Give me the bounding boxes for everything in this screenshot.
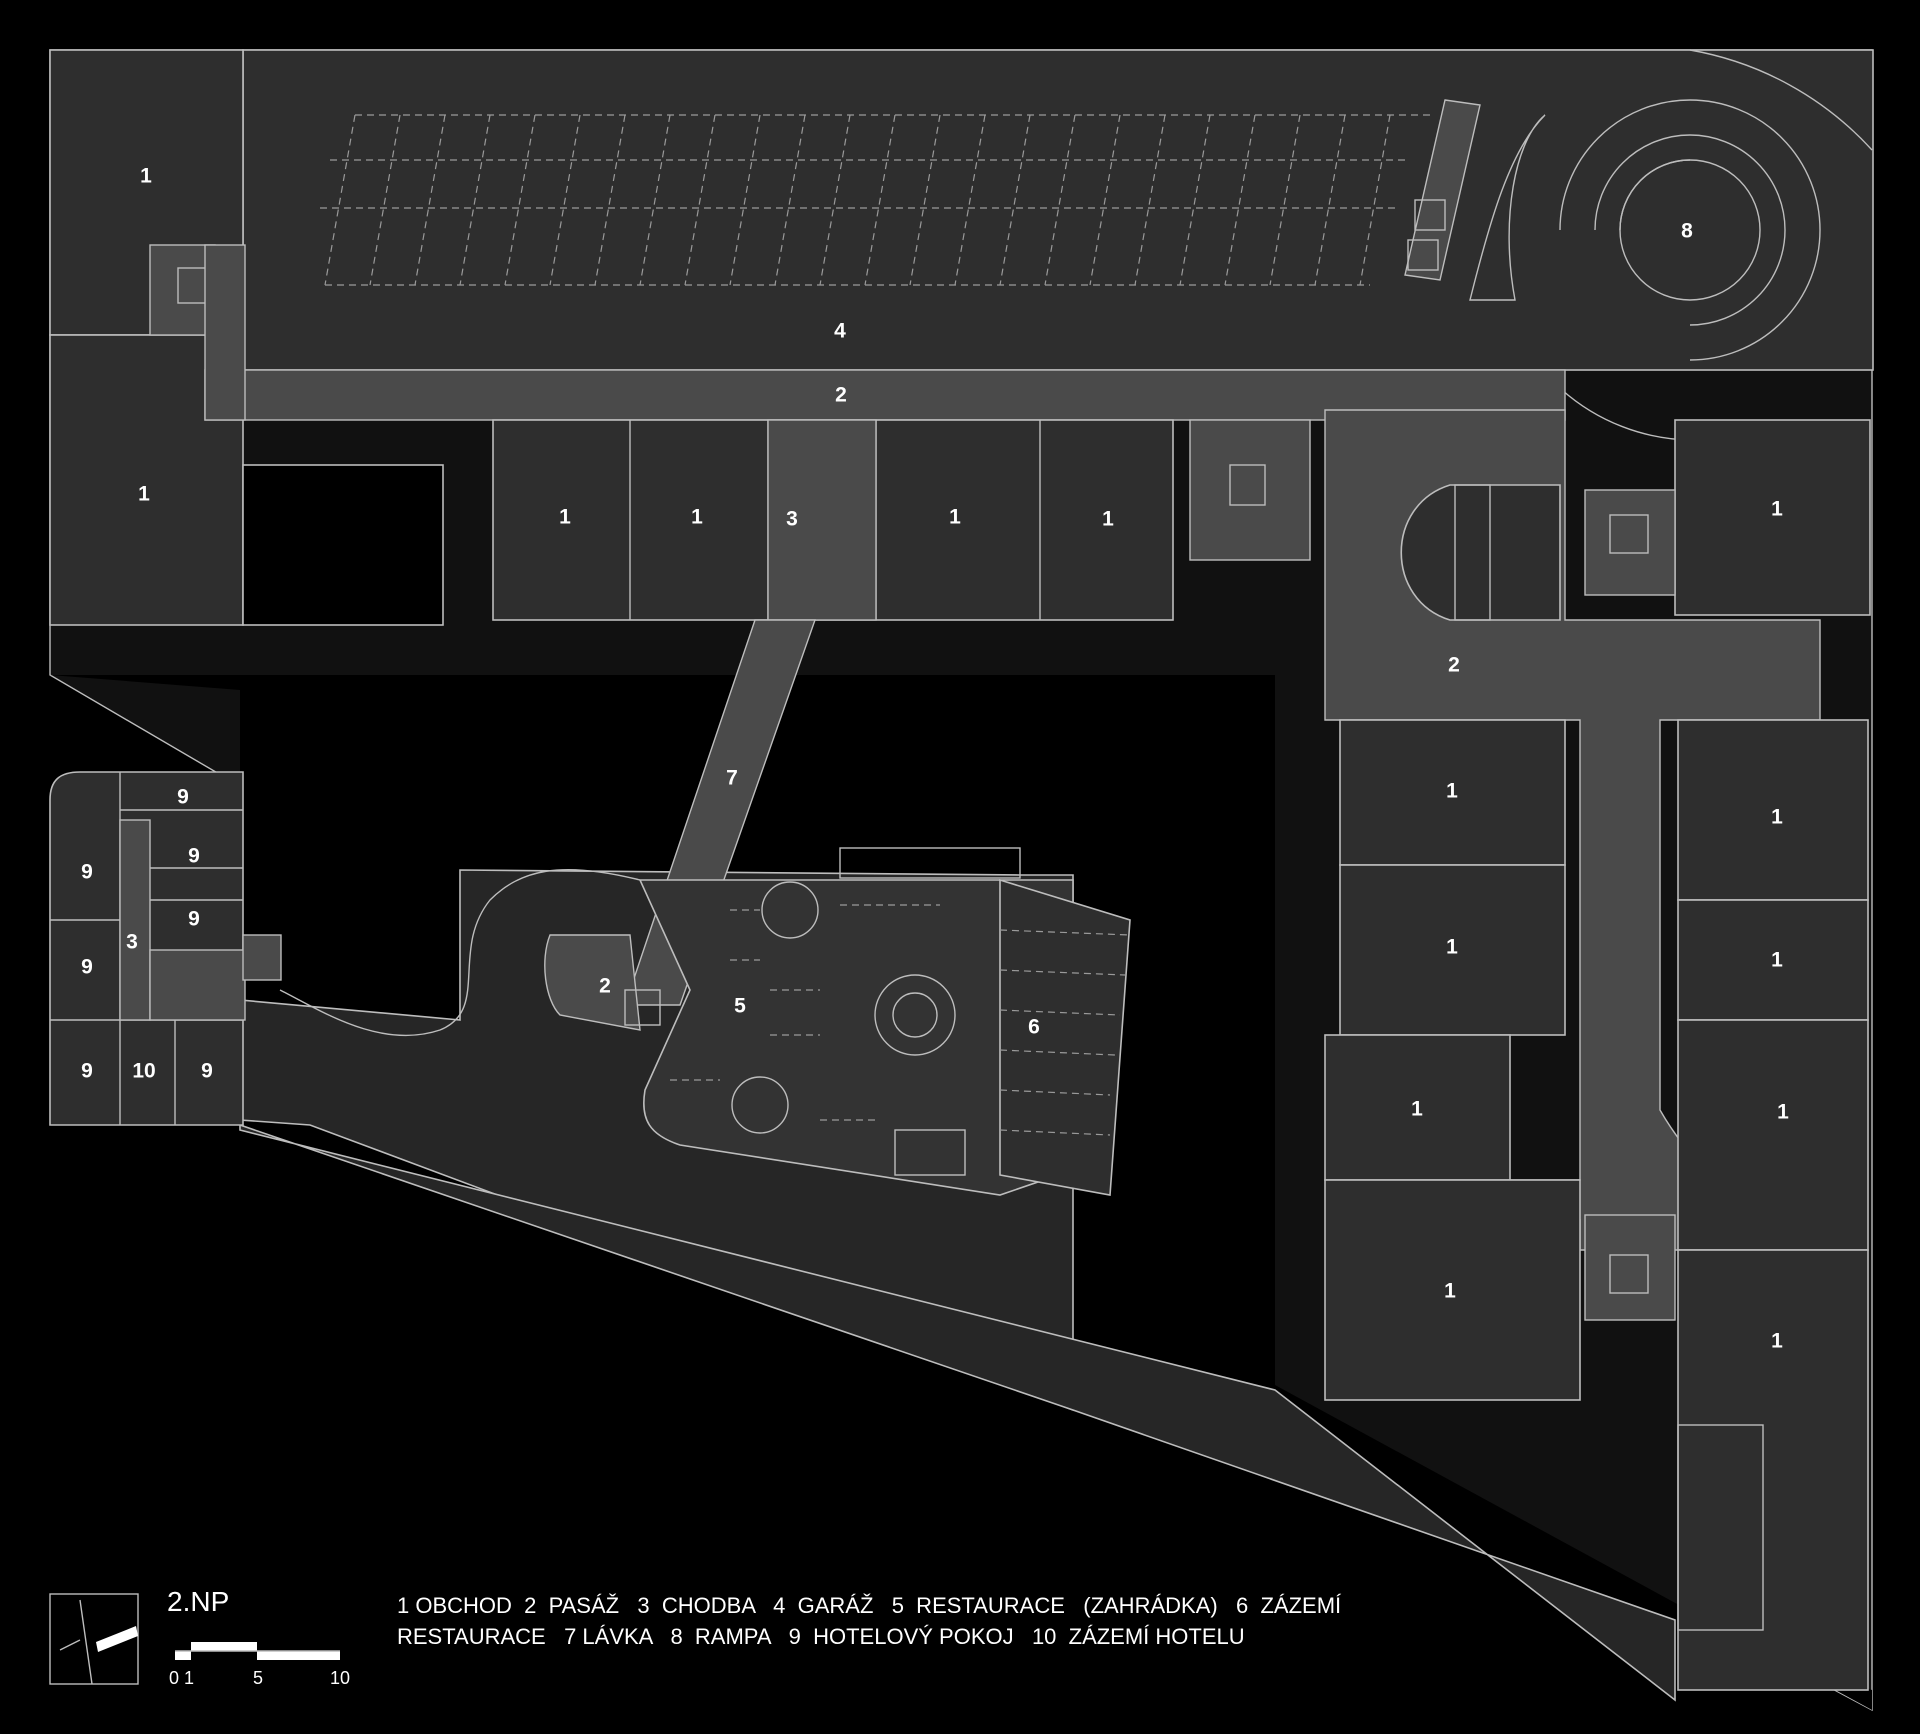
label-passage-top: 2	[835, 384, 847, 407]
restaurant-service-grid	[999, 929, 1131, 1136]
label-hotel-room-7: 9	[201, 1060, 213, 1083]
scale-tick-0: 0	[169, 1668, 179, 1688]
label-restaurant-service: 6	[1028, 1016, 1040, 1039]
restaurant-stairs-bottom	[894, 1129, 966, 1176]
key-plan-marker	[96, 1626, 138, 1652]
stair-top-left	[149, 244, 216, 336]
stair-right-lower	[1677, 1424, 1764, 1631]
label-hotel-room-6: 9	[81, 1060, 93, 1083]
scale-tick-1: 1	[184, 1668, 194, 1688]
restaurant-service	[999, 878, 1131, 1196]
scale-tick-10: 10	[330, 1668, 350, 1688]
legend-line-2: RESTAURACE 7 LÁVKA 8 RAMPA 9 HOTELOVÝ PO…	[397, 1624, 1245, 1649]
label-bridge: 7	[726, 767, 738, 790]
shop-right-b2	[1677, 899, 1869, 1021]
garage-stairs	[1404, 99, 1481, 281]
label-restaurant: 5	[734, 995, 746, 1018]
scale-bar	[175, 1642, 340, 1660]
stair-right-bottom	[1584, 1214, 1676, 1321]
label-shop-row-1: 1	[559, 506, 571, 529]
void-block	[242, 464, 444, 626]
restaurant	[638, 879, 1074, 1196]
label-shop-right-a1: 1	[1446, 780, 1458, 803]
label-shop-right-b2: 1	[1771, 949, 1783, 972]
label-passage-right: 2	[1448, 654, 1460, 677]
escalator-hall	[1400, 484, 1561, 621]
label-passage-restaurant: 2	[599, 975, 611, 998]
ramp	[1559, 49, 1873, 441]
restaurant-tables	[670, 881, 956, 1134]
elevator-right-bottom	[1609, 1254, 1649, 1294]
label-shop-right-b1: 1	[1771, 806, 1783, 829]
plan-title: 2.NP	[167, 1586, 229, 1617]
label-hotel-room-4: 9	[188, 908, 200, 931]
shop-right-b3	[1677, 1019, 1869, 1251]
label-shop-row-2: 1	[691, 506, 703, 529]
shop-right-a1	[1339, 719, 1566, 866]
shop-right-a3	[1324, 1034, 1511, 1181]
shop-right-b4	[1677, 1249, 1869, 1691]
label-hotel-service: 10	[132, 1060, 155, 1083]
scale-tick-5: 5	[253, 1668, 263, 1688]
hotel-corridor	[119, 819, 151, 1021]
shop-right-a2	[1339, 864, 1566, 1036]
elevator-center	[1229, 464, 1266, 506]
label-hotel-room-2: 9	[188, 845, 200, 868]
label-shop-right-a4: 1	[1444, 1280, 1456, 1303]
legend-line-1: 1 OBCHOD 2 PASÁŽ 3 CHODBA 4 GARÁŽ 5 REST…	[397, 1593, 1342, 1618]
label-ramp: 8	[1681, 220, 1693, 243]
label-shop-row-3: 1	[949, 506, 961, 529]
label-shop-right-a3: 1	[1411, 1098, 1423, 1121]
label-garage: 4	[834, 320, 846, 343]
trapezoid-ground	[239, 1123, 1676, 1702]
corridor-left-vertical	[204, 244, 246, 421]
stairwell-center	[1189, 419, 1311, 561]
parking-spaces	[320, 114, 1430, 286]
restaurant-stairs-top	[839, 847, 1021, 879]
label-shop-row-4: 1	[1102, 508, 1114, 531]
elevator-restaurant	[624, 989, 661, 1026]
curved-wall	[1469, 114, 1546, 301]
label-corridor-hotel: 3	[126, 931, 138, 954]
escalator	[1454, 484, 1491, 621]
label-shop-right-a2: 1	[1446, 936, 1458, 959]
key-plan-box	[49, 1593, 139, 1685]
shop-right-b1	[1677, 719, 1869, 901]
label-hotel-room-3: 9	[81, 861, 93, 884]
label-shop-right-b3: 1	[1777, 1101, 1789, 1124]
shop-right-a4	[1324, 1179, 1581, 1401]
label-corridor-center: 3	[786, 508, 798, 531]
label-shop-right-b4: 1	[1771, 1330, 1783, 1353]
curved-ground	[279, 868, 641, 1037]
label-shop-left-middle: 1	[138, 483, 150, 506]
key-plan-line	[59, 1599, 93, 1685]
label-hotel-room-1: 9	[177, 786, 189, 809]
chodba-center	[767, 419, 877, 621]
hotel-elevator	[242, 934, 282, 981]
label-shop-top-left: 1	[140, 165, 152, 188]
passage-restaurant	[544, 934, 641, 1031]
stair-right-top	[1584, 489, 1676, 596]
shop-right-b0	[1674, 419, 1871, 616]
label-shop-right-b0: 1	[1771, 498, 1783, 521]
label-hotel-room-5: 9	[81, 956, 93, 979]
elevator-right-top	[1609, 514, 1649, 554]
hotel-stairs	[149, 949, 246, 1021]
